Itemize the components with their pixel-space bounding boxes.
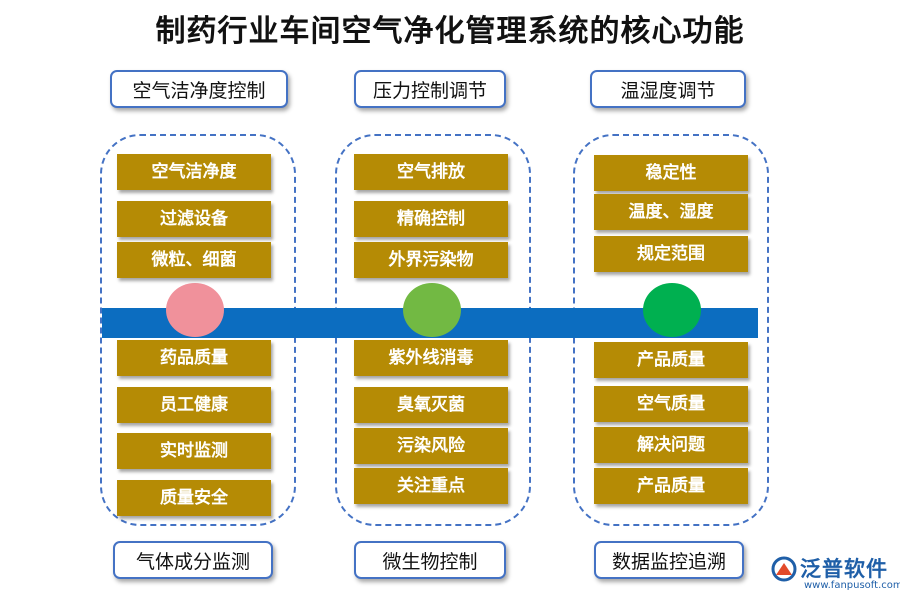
column-1-footer: 气体成分监测 <box>113 541 273 579</box>
column-1-top-item: 空气洁净度 <box>117 154 271 190</box>
column-3-top-item: 规定范围 <box>594 236 748 272</box>
diagram-title: 制药行业车间空气净化管理系统的核心功能 <box>155 14 745 49</box>
column-1-bottom-item: 质量安全 <box>117 480 271 516</box>
column-3-footer: 数据监控追溯 <box>594 541 744 579</box>
column-2-top-item: 空气排放 <box>354 154 508 190</box>
column-2-bottom-item: 关注重点 <box>354 468 508 504</box>
column-2-top-item: 外界污染物 <box>354 242 508 278</box>
column-1-top-item: 过滤设备 <box>117 201 271 237</box>
column-1-top-item: 微粒、细菌 <box>117 242 271 278</box>
column-2-circle <box>403 283 461 337</box>
logo-mark-icon <box>771 556 797 582</box>
column-1-header: 空气洁净度控制 <box>110 70 288 108</box>
logo-url: www.fanpusoft.com <box>804 580 900 591</box>
column-3-circle <box>643 283 701 337</box>
column-1-bottom-item: 药品质量 <box>117 340 271 376</box>
brand-logo: 泛普软件 www.fanpusoft.com <box>770 553 900 597</box>
logo-name: 泛普软件 <box>800 557 888 581</box>
column-2-bottom-item: 污染风险 <box>354 428 508 464</box>
column-2-top-item: 精确控制 <box>354 201 508 237</box>
column-1-bottom-item: 员工健康 <box>117 387 271 423</box>
column-3-header: 温湿度调节 <box>590 70 746 108</box>
column-3-bottom-item: 产品质量 <box>594 468 748 504</box>
column-2-footer: 微生物控制 <box>354 541 506 579</box>
column-3-bottom-item: 解决问题 <box>594 427 748 463</box>
column-1-bottom-item: 实时监测 <box>117 433 271 469</box>
column-2-bottom-item: 紫外线消毒 <box>354 340 508 376</box>
column-2-bottom-item: 臭氧灭菌 <box>354 387 508 423</box>
column-1-circle <box>166 283 224 337</box>
column-3-top-item: 温度、湿度 <box>594 194 748 230</box>
column-2-header: 压力控制调节 <box>354 70 506 108</box>
column-3-top-item: 稳定性 <box>594 155 748 191</box>
column-3-bottom-item: 空气质量 <box>594 386 748 422</box>
column-3-bottom-item: 产品质量 <box>594 342 748 378</box>
